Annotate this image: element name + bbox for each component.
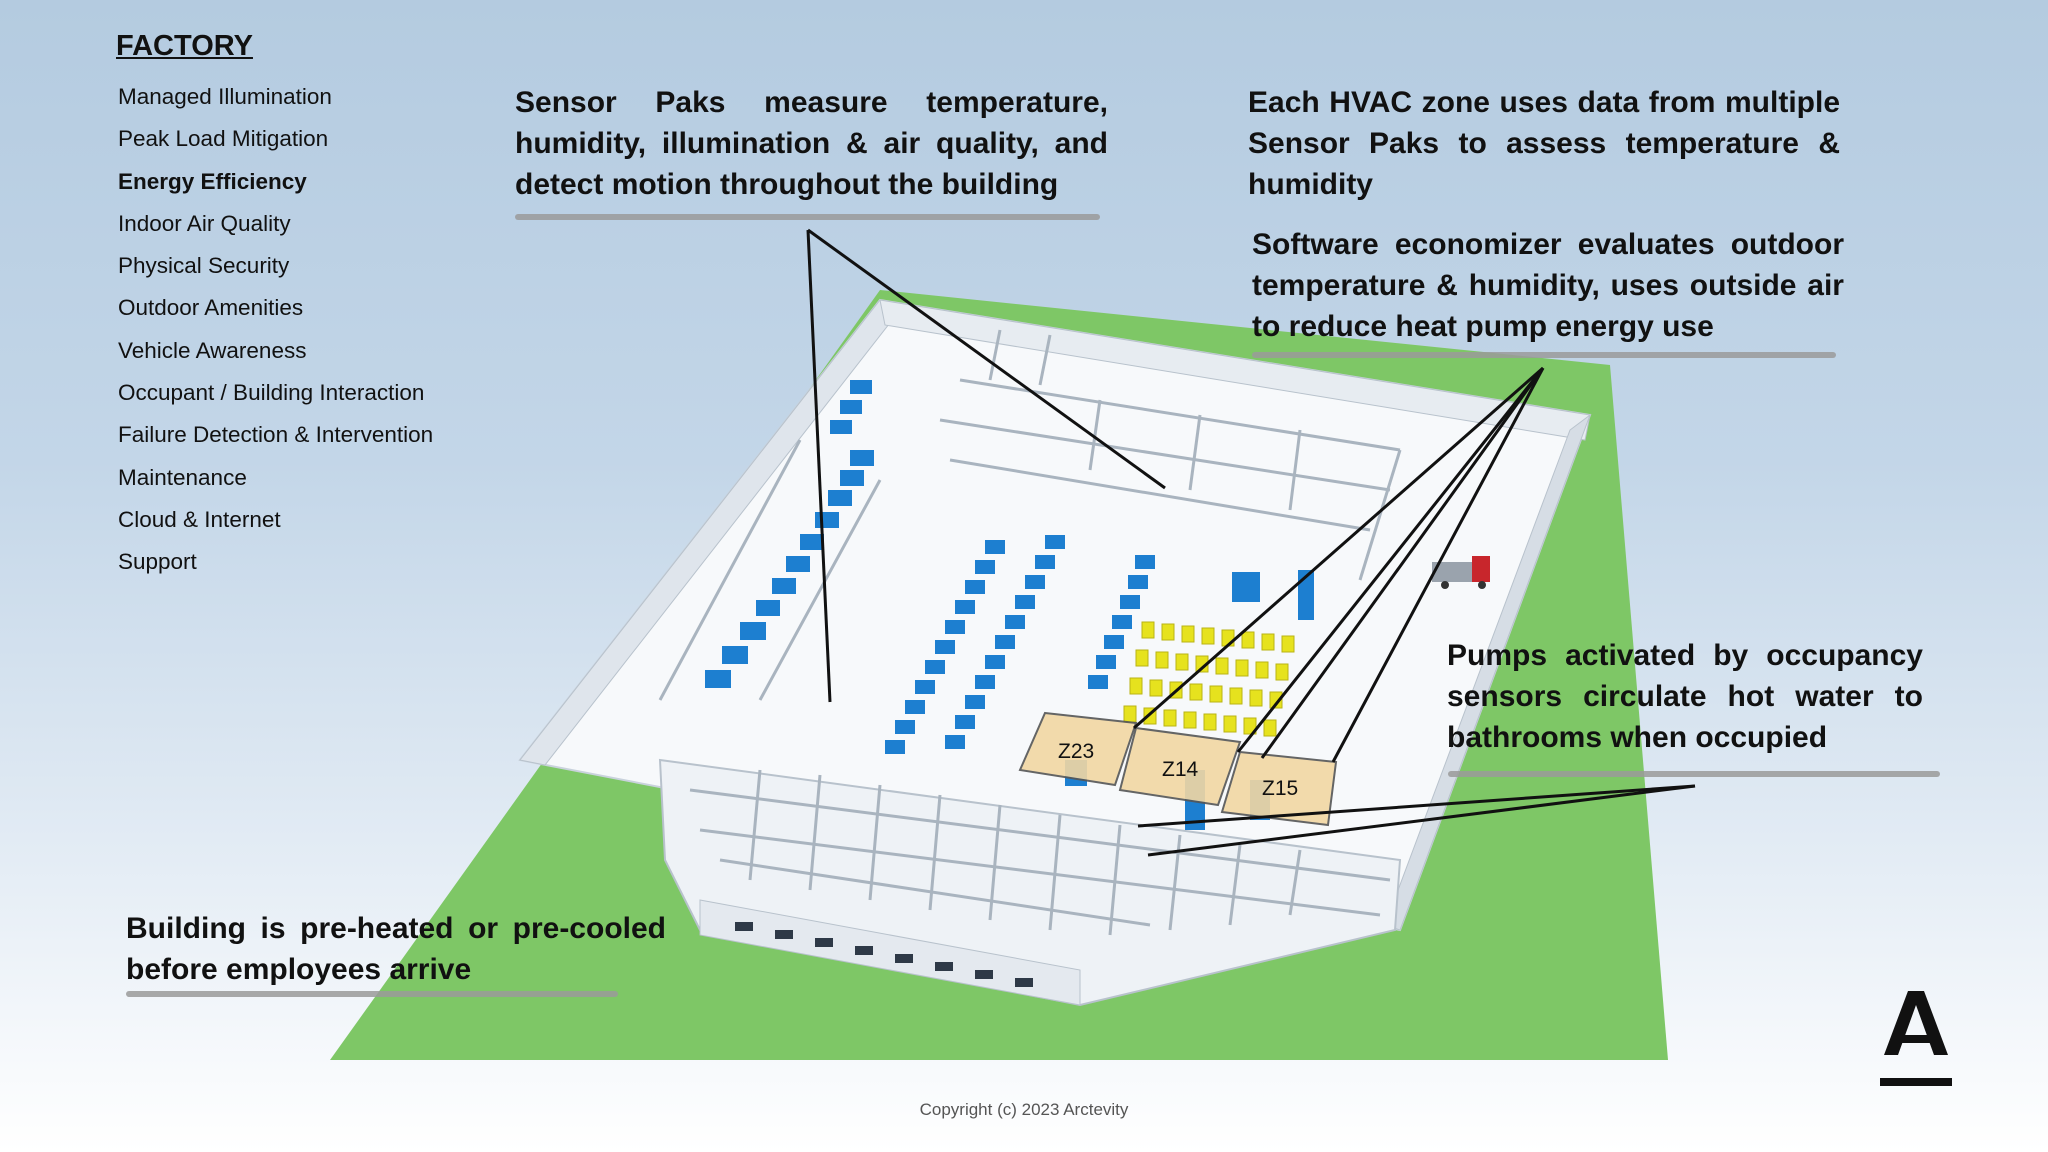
truck-icon	[1432, 556, 1490, 589]
sidebar-title: FACTORY	[116, 30, 253, 62]
sidebar-item-support[interactable]: Support	[118, 549, 197, 575]
sidebar-item-energy-efficiency[interactable]: Energy Efficiency	[118, 168, 307, 194]
arctevity-logo-icon	[1880, 991, 1952, 1086]
sidebar-menu: Managed Illumination Peak Load Mitigatio…	[118, 82, 433, 590]
office-windows	[735, 922, 1033, 987]
zone-z14-area	[1118, 726, 1242, 807]
callout-pumps: Pumps activated by occupancy sensors cir…	[1447, 639, 1923, 754]
callout-sensor-paks-underline	[515, 214, 1100, 220]
zone-label-z14: Z14	[1162, 758, 1199, 781]
zone-label-z15: Z15	[1262, 777, 1298, 800]
copyright-notice: Copyright (c) 2023 Arctevity	[919, 1100, 1129, 1119]
sidebar-item-peak-load-mitigation[interactable]: Peak Load Mitigation	[118, 126, 329, 152]
sidebar-item-maintenance[interactable]: Maintenance	[118, 464, 247, 490]
leader-lines	[806, 228, 1696, 857]
office-partitions	[689, 769, 1391, 936]
sidebar-item-cloud-internet[interactable]: Cloud & Internet	[118, 506, 281, 532]
callout-sensor-paks: Sensor Paks measure temperature, humidit…	[515, 86, 1108, 201]
callout-pumps-underline	[1448, 771, 1940, 777]
zone-label-z23: Z23	[1058, 740, 1094, 763]
callout-preheat: Building is pre-heated or pre-cooled bef…	[126, 912, 666, 986]
callout-economizer-underline	[1252, 352, 1836, 358]
sidebar-item-indoor-air-quality[interactable]: Indoor Air Quality	[118, 210, 291, 236]
sidebar-item-vehicle-awareness[interactable]: Vehicle Awareness	[118, 337, 307, 363]
hvac-zones	[1018, 711, 1338, 827]
zone-z15-area	[1220, 750, 1338, 827]
sidebar-item-failure-detection[interactable]: Failure Detection & Intervention	[118, 422, 434, 448]
sidebar-item-physical-security[interactable]: Physical Security	[118, 253, 290, 279]
sidebar-item-outdoor-amenities[interactable]: Outdoor Amenities	[118, 295, 304, 321]
callout-hvac-zone: Each HVAC zone uses data from multiple S…	[1248, 86, 1840, 201]
building-wall-top	[879, 299, 1591, 441]
sidebar-item-occupant-building-interaction[interactable]: Occupant / Building Interaction	[118, 380, 425, 406]
zone-z23-area	[1018, 711, 1138, 787]
callout-preheat-underline	[126, 991, 618, 997]
sidebar-item-managed-illumination[interactable]: Managed Illumination	[118, 84, 332, 109]
callout-economizer: Software economizer evaluates outdoor te…	[1252, 228, 1844, 343]
